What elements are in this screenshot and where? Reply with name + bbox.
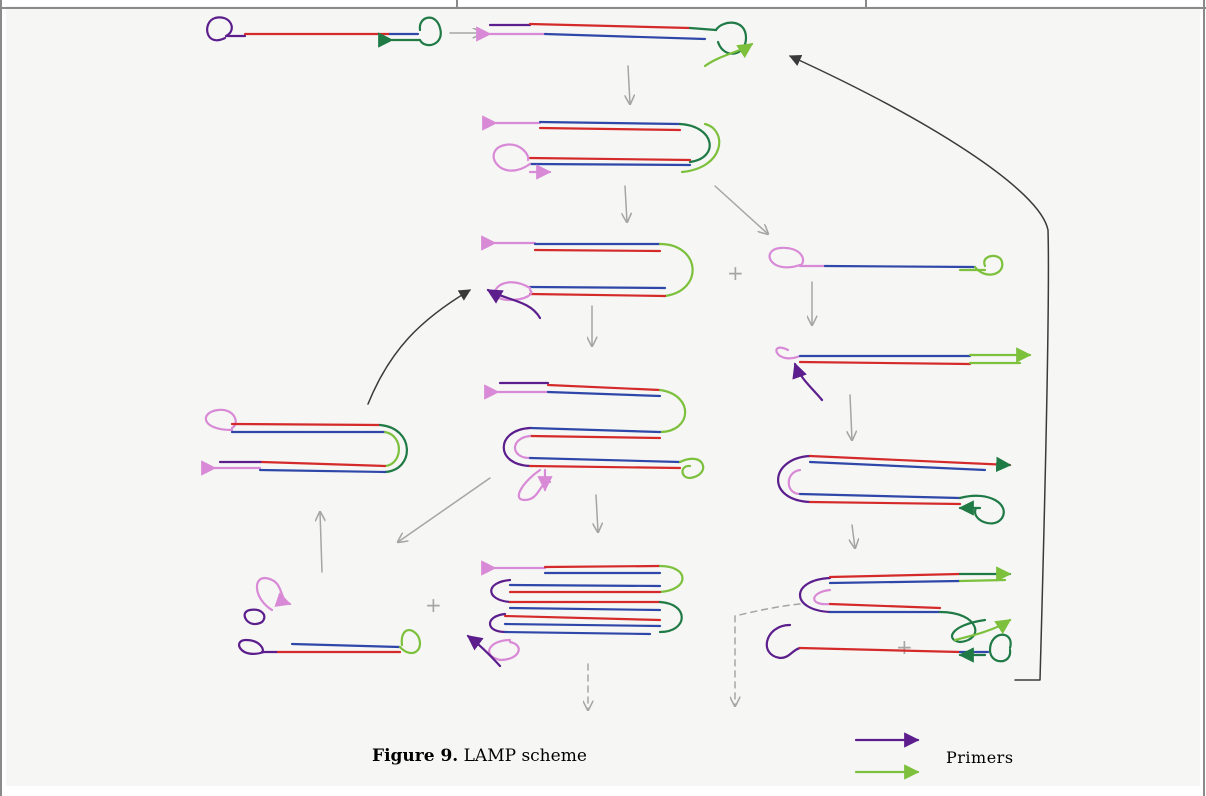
- svg-text:+: +: [896, 635, 913, 659]
- dumbbell-structure-5: [768, 246, 1004, 276]
- return-arrow: [367, 289, 472, 405]
- hairpin-structure-10: [484, 381, 705, 502]
- duplex-structure-6: [775, 346, 1032, 402]
- svg-text:+: +: [425, 593, 442, 617]
- dumbbell-structure-9: [765, 623, 1012, 663]
- hairpin-structure-8: [799, 566, 1012, 644]
- hairpin-structure-11: [466, 560, 684, 668]
- dumbbell-structure-13: [238, 576, 421, 655]
- caption-text: LAMP scheme: [463, 746, 587, 766]
- svg-text:+: +: [727, 261, 744, 285]
- legend-label: Primers: [946, 748, 1014, 767]
- paper-background: [6, 6, 1200, 786]
- dumbbell-structure-1: [206, 16, 442, 48]
- duplex-structure-2: [476, 21, 754, 68]
- hairpin-structure-3: [482, 115, 721, 180]
- hairpin-structure-7: [777, 454, 1012, 525]
- caption-label: Figure 9.: [372, 746, 459, 766]
- hairpin-structure-4: [481, 235, 694, 320]
- cycle-feedback-arrow: [788, 55, 1050, 681]
- hairpin-structure-12: [201, 408, 408, 476]
- figure-caption: Figure 9. LAMP scheme: [372, 746, 587, 766]
